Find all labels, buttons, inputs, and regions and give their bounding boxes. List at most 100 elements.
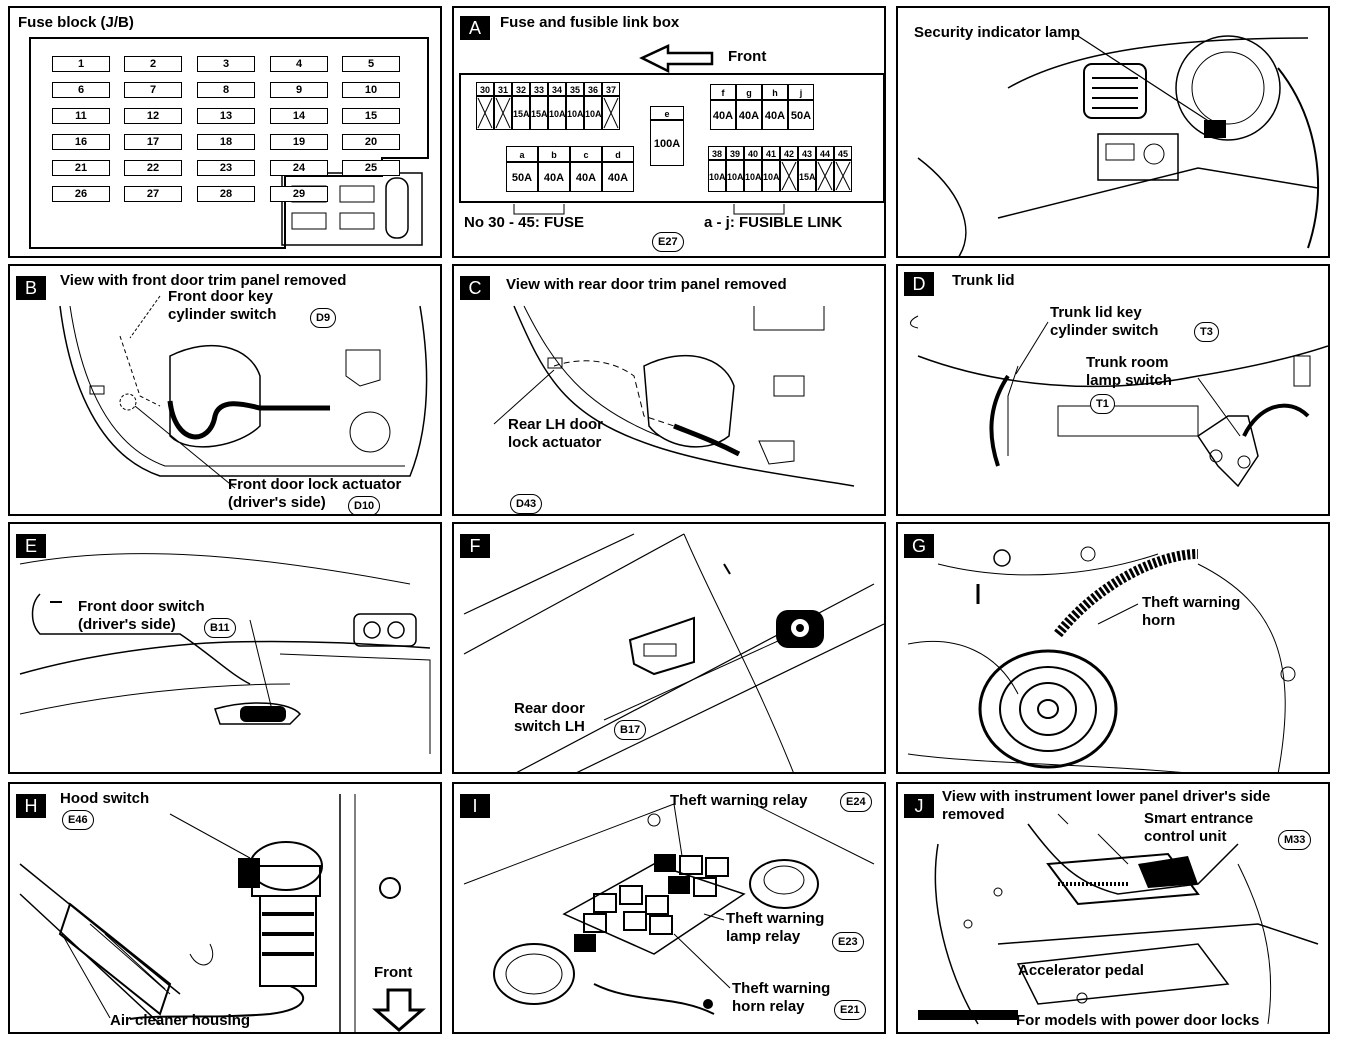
link-rating-d: 40A bbox=[602, 162, 634, 192]
front-arrow-icon bbox=[639, 44, 714, 74]
air-cleaner-label: Air cleaner housing bbox=[110, 1012, 251, 1029]
fuse-4: 4 bbox=[270, 56, 328, 72]
fuse-num-38: 38 bbox=[708, 146, 726, 160]
panel-badge-d: D bbox=[904, 272, 934, 296]
blank-fuse-cross-31 bbox=[495, 97, 511, 129]
blank-fuse-cross-44 bbox=[817, 161, 833, 191]
blank-fuse-cross-42 bbox=[781, 161, 797, 191]
smart-entrance-label: Smart entrance control unit bbox=[1144, 810, 1254, 845]
link-rating-h: 40A bbox=[762, 100, 788, 130]
fuse-num-41: 41 bbox=[762, 146, 780, 160]
panel-badge-c: C bbox=[460, 276, 490, 300]
fuse-15: 15 bbox=[342, 108, 400, 124]
relay-box-drawing bbox=[463, 803, 875, 1015]
relay-panel: I Theft warning relay E24 Theft warning … bbox=[452, 782, 886, 1034]
fuse-2: 2 bbox=[124, 56, 182, 72]
rear-door-switch-panel: F Rear door switch LH B17 bbox=[452, 522, 886, 774]
fuse-22: 22 bbox=[124, 160, 182, 176]
front-label: Front bbox=[728, 48, 767, 65]
engine-bay-drawing bbox=[19, 794, 427, 1032]
fuse-box-drawing bbox=[459, 44, 884, 215]
fuse-7: 7 bbox=[124, 82, 182, 98]
fuse-25: 25 bbox=[342, 160, 400, 176]
panel-badge-a: A bbox=[460, 16, 490, 40]
fuse-rating-41: 10A bbox=[762, 160, 780, 192]
panel-j-title: View with instrument lower panel driver'… bbox=[942, 788, 1271, 823]
connector-e21: E21 bbox=[834, 1000, 866, 1020]
theft-warning-lamp-relay-label: Theft warning lamp relay bbox=[726, 910, 825, 945]
front-door-switch-label: Front door switch (driver's side) bbox=[78, 598, 205, 633]
panel-b-title: View with front door trim panel removed bbox=[60, 272, 347, 289]
horn-drawing bbox=[907, 546, 1296, 772]
rear-door-actuator-label: Rear LH door lock actuator bbox=[508, 416, 604, 451]
dashboard-drawing bbox=[917, 35, 1319, 256]
panel-badge-b: B bbox=[16, 276, 46, 300]
link-g: g bbox=[736, 84, 762, 100]
front-label-h: Front bbox=[374, 964, 413, 981]
connector-d43: D43 bbox=[510, 494, 543, 514]
fuse-6: 6 bbox=[52, 82, 110, 98]
fuse-12: 12 bbox=[124, 108, 182, 124]
connector-d9: D9 bbox=[310, 308, 337, 328]
theft-warning-horn-relay-label: Theft warning horn relay bbox=[732, 980, 831, 1015]
fuse-num-39: 39 bbox=[726, 146, 744, 160]
fuse-17: 17 bbox=[124, 134, 182, 150]
link-b: b bbox=[538, 146, 570, 162]
fuse-rating-40: 10A bbox=[744, 160, 762, 192]
fuse-3: 3 bbox=[197, 56, 255, 72]
front-door-drawing bbox=[59, 295, 428, 489]
fuse-13: 13 bbox=[197, 108, 255, 124]
front-arrow-down-icon bbox=[371, 988, 427, 1032]
link-c: c bbox=[570, 146, 602, 162]
fuse-rating-39: 10A bbox=[726, 160, 744, 192]
fuse-9: 9 bbox=[270, 82, 328, 98]
security-indicator-label: Security indicator lamp bbox=[914, 24, 1080, 41]
panel-badge-i: I bbox=[460, 794, 490, 818]
connector-e23: E23 bbox=[832, 932, 864, 952]
accelerator-pedal-label: Accelerator pedal bbox=[1018, 962, 1144, 979]
fuse-num-44: 44 bbox=[816, 146, 834, 160]
front-door-actuator-label: Front door lock actuator (driver's side) bbox=[228, 476, 402, 511]
rear-door-panel: C View with rear door trim panel removed… bbox=[452, 264, 886, 516]
link-rating-e: 100A bbox=[650, 120, 684, 166]
fuse-rating-35: 10A bbox=[566, 96, 584, 130]
fuse-14: 14 bbox=[270, 108, 328, 124]
fuse-27: 27 bbox=[124, 186, 182, 202]
control-unit-icon bbox=[1046, 852, 1200, 906]
trunk-drawing bbox=[910, 315, 1328, 488]
rear-door-drawing bbox=[493, 305, 855, 487]
fuse-23: 23 bbox=[197, 160, 255, 176]
front-door-panel: B View with front door trim panel remove… bbox=[8, 264, 442, 516]
fuse-29: 29 bbox=[270, 186, 328, 202]
blank-fuse-cross-37 bbox=[603, 97, 619, 129]
panel-a-title: Fuse and fusible link box bbox=[500, 14, 680, 31]
fuse-21: 21 bbox=[52, 160, 110, 176]
fuse-block-title: Fuse block (J/B) bbox=[18, 14, 134, 31]
fuse-19: 19 bbox=[270, 134, 328, 150]
fusible-link-legend: a - j: FUSIBLE LINK bbox=[704, 214, 843, 231]
fuse-num-36: 36 bbox=[584, 82, 602, 96]
trunk-lid-key-label: Trunk lid key cylinder switch bbox=[1050, 304, 1159, 339]
rear-door-switch-label: Rear door switch LH bbox=[514, 700, 585, 735]
fuse-num-35: 35 bbox=[566, 82, 584, 96]
relay-icon bbox=[654, 854, 676, 872]
fuse-8: 8 bbox=[197, 82, 255, 98]
fuse-rating-33: 15A bbox=[530, 96, 548, 130]
hood-switch-panel: H Hood switch E46 Air cleaner housing Fr… bbox=[8, 782, 442, 1034]
connector-e27: E27 bbox=[652, 232, 684, 252]
panel-badge-h: H bbox=[16, 794, 46, 818]
hood-switch-icon bbox=[259, 895, 317, 987]
horn-icon bbox=[978, 649, 1118, 769]
panel-c-title: View with rear door trim panel removed bbox=[506, 276, 787, 293]
theft-warning-relay-label: Theft warning relay bbox=[670, 792, 808, 809]
fuse-legend: No 30 - 45: FUSE bbox=[464, 214, 585, 231]
link-f: f bbox=[710, 84, 736, 100]
fuse-16: 16 bbox=[52, 134, 110, 150]
connector-b17: B17 bbox=[614, 720, 647, 740]
link-e: e bbox=[650, 106, 684, 120]
link-h: h bbox=[762, 84, 788, 100]
theft-warning-horn-label: Theft warning horn bbox=[1142, 594, 1241, 629]
connector-m33: M33 bbox=[1278, 830, 1312, 850]
panel-badge-e: E bbox=[16, 534, 46, 558]
